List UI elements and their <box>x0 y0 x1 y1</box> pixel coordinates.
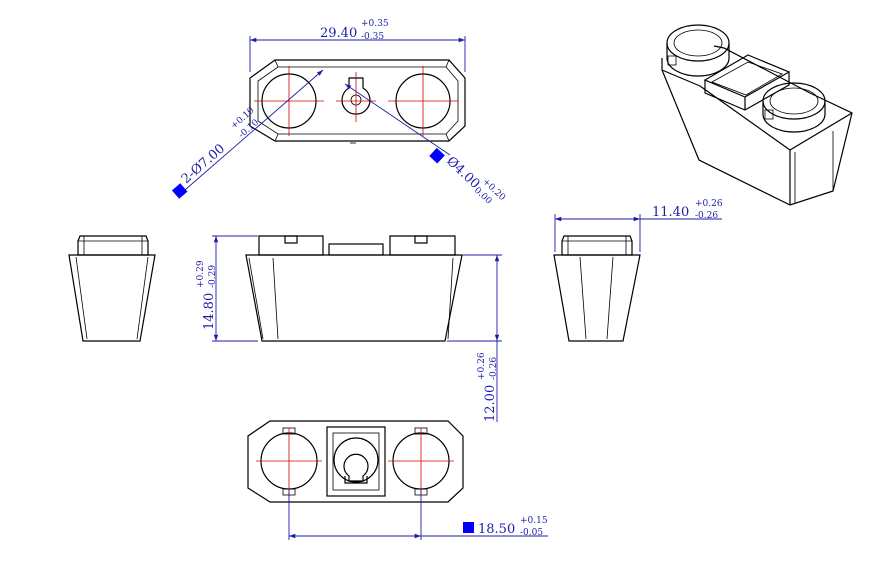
dim-body-height: 12.00 +0.26 -0.26 <box>447 254 502 422</box>
keyhole-slot <box>341 77 371 115</box>
dim-height-plus: +0.29 <box>196 260 206 288</box>
dim-width: 11.40 +0.26 -0.26 <box>554 199 723 252</box>
dim-length-plus: +0.35 <box>361 19 389 29</box>
dim-length: 29.40 +0.35 -0.35 <box>249 19 466 72</box>
dim-height: 14.80 +0.29 -0.29 <box>196 235 258 342</box>
dim-width-plus: +0.26 <box>695 199 723 209</box>
dim-body-height-minus: -0.26 <box>489 357 499 380</box>
dim-length-minus: -0.35 <box>361 32 384 42</box>
right-side-view <box>553 235 641 342</box>
socket-frame <box>326 426 386 497</box>
dim-body-height-plus: +0.26 <box>477 352 487 380</box>
dim-hole-spacing-value: 18.50 <box>478 522 515 537</box>
dim-hole-small-value: Ø4.00 <box>443 154 482 192</box>
top-view <box>249 59 466 144</box>
dim-body-height-value: 12.00 <box>483 385 498 422</box>
dim-height-value: 14.80 <box>202 293 217 330</box>
dim-width-value: 11.40 <box>652 205 689 220</box>
dim-width-minus: -0.26 <box>695 211 718 221</box>
dim-length-value: 29.40 <box>320 26 357 41</box>
front-view <box>245 235 463 342</box>
left-side-view <box>68 235 156 342</box>
bottom-keyhole <box>343 453 369 482</box>
dim-hole-spacing-minus: -0.05 <box>520 528 543 538</box>
dim-hole-large: 2-Ø7.00 +0.10 -0.10 <box>171 69 324 199</box>
dim-hole-spacing: 18.50 +0.15 -0.05 <box>288 490 548 540</box>
dim-hole-spacing-plus: +0.15 <box>520 516 548 526</box>
bottom-view <box>247 420 464 503</box>
dim-height-minus: -0.29 <box>208 265 218 288</box>
isometric-view <box>661 24 853 206</box>
dim-hole-large-value: 2-Ø7.00 <box>179 141 228 187</box>
